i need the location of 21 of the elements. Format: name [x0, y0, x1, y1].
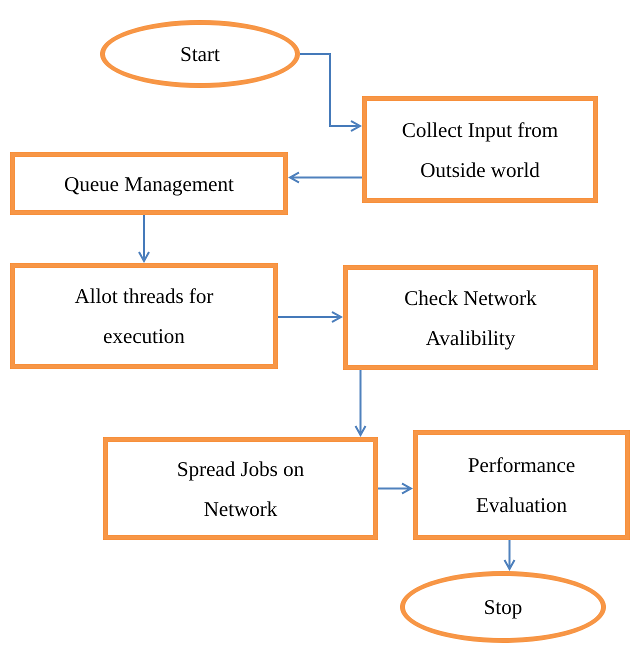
arrow	[354, 370, 366, 436]
step-label: Check Network Avalibility	[403, 284, 538, 352]
process-box	[343, 265, 598, 370]
step-label: Spread Jobs on Network	[176, 456, 306, 522]
process-box	[362, 96, 598, 203]
arrow	[278, 311, 342, 323]
process-box	[103, 437, 378, 540]
arrow	[138, 215, 150, 262]
step-label: Collect Input from Outside world	[400, 116, 560, 184]
arrow	[300, 53, 361, 132]
arrow	[289, 172, 362, 184]
arrow	[378, 482, 412, 494]
step-label: Allot threads for execution	[74, 283, 214, 350]
step-label: Start	[180, 41, 220, 68]
step-label: Queue Management	[64, 170, 234, 198]
process-box	[413, 430, 630, 540]
step-label: Stop	[484, 594, 522, 621]
step-label: Performance Evaluation	[466, 452, 576, 519]
arrow	[504, 540, 516, 570]
process-box	[10, 263, 278, 369]
process-box	[10, 152, 288, 215]
